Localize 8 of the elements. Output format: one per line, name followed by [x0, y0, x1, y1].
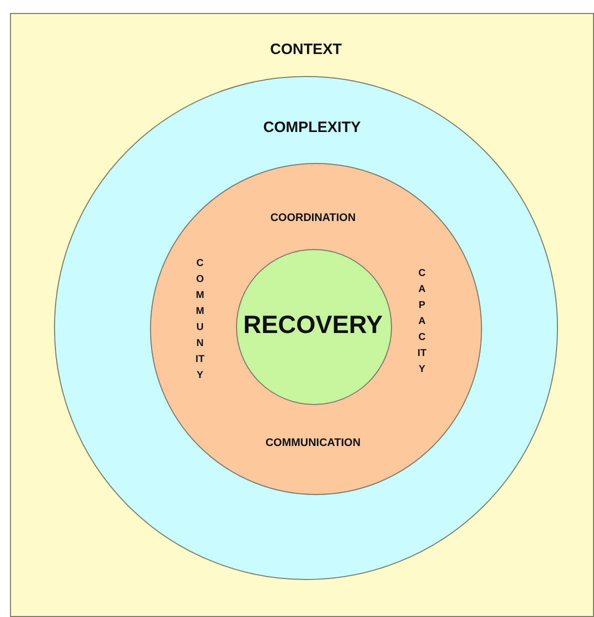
capacity-label: CAPACITY	[418, 267, 426, 377]
recovery-label: RECOVERY	[243, 311, 383, 340]
communication-label: COMMUNICATION	[265, 437, 361, 449]
context-label: CONTEXT	[270, 41, 342, 58]
community-label: COMMUNITY	[196, 257, 204, 383]
coordination-label: COORDINATION	[270, 212, 356, 224]
context-panel	[10, 13, 594, 617]
complexity-label: COMPLEXITY	[263, 119, 361, 136]
